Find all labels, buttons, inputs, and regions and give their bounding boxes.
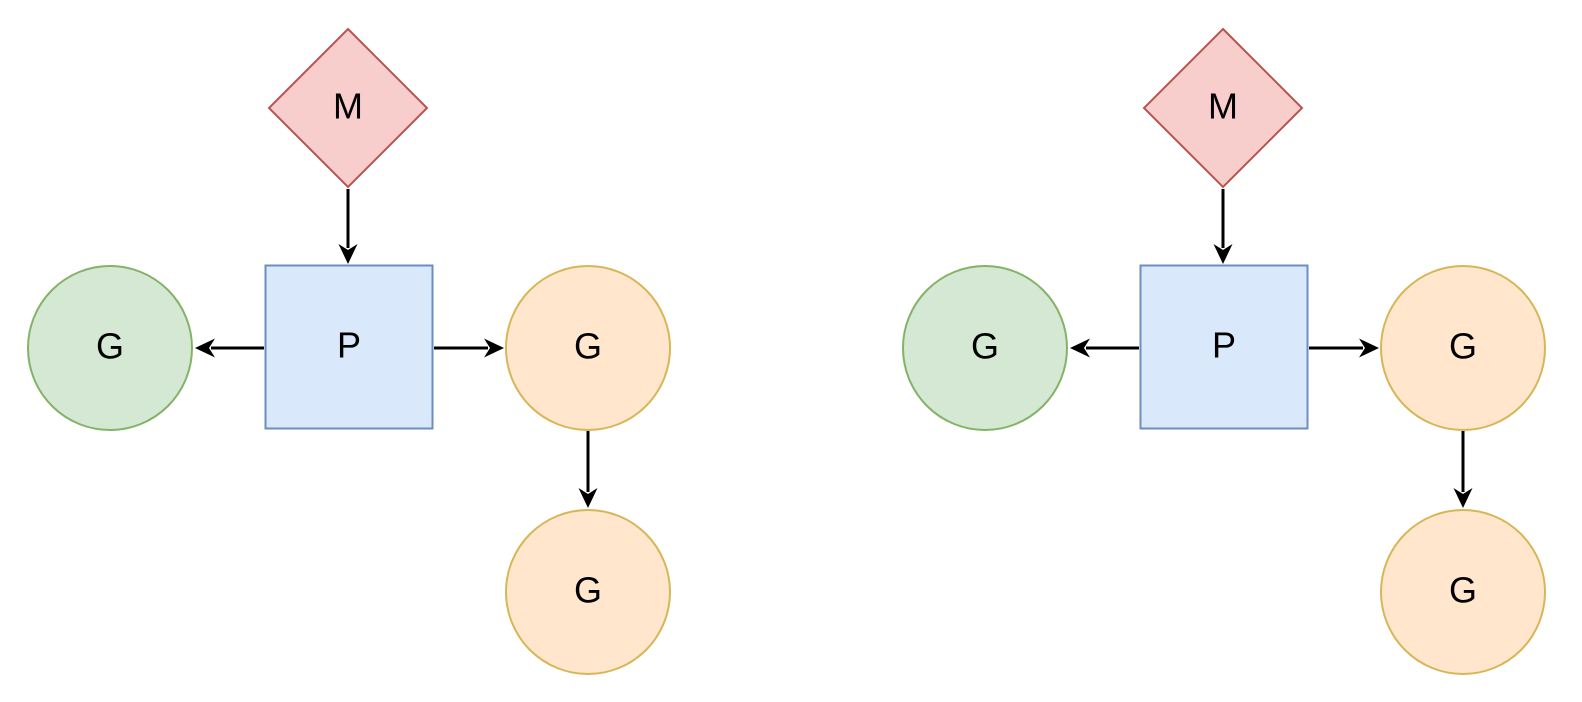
node-circle-g[interactable]: G: [505, 509, 671, 675]
node-diamond-m[interactable]: M: [267, 27, 429, 189]
edge-down[interactable]: [1453, 431, 1473, 508]
circle-shape: [1380, 509, 1546, 675]
circle-shape: [902, 265, 1068, 431]
circle-shape: [505, 265, 671, 431]
edge-left[interactable]: [195, 338, 264, 358]
circle-shape: [1380, 265, 1546, 431]
node-circle-g[interactable]: G: [505, 265, 671, 431]
node-circle-g[interactable]: G: [27, 265, 193, 431]
arrowhead-left-icon: [1070, 338, 1090, 358]
arrowhead-left-icon: [195, 338, 215, 358]
circle-shape: [27, 265, 193, 431]
diamond-shape: [267, 27, 429, 189]
node-rect-p[interactable]: P: [1139, 264, 1309, 430]
edge-down[interactable]: [1213, 189, 1233, 264]
arrowhead-down-icon: [338, 244, 358, 264]
node-rect-p[interactable]: P: [264, 264, 434, 430]
edge-right[interactable]: [1309, 338, 1379, 358]
arrowhead-down-icon: [1453, 488, 1473, 508]
node-circle-g[interactable]: G: [1380, 509, 1546, 675]
edge-down[interactable]: [578, 431, 598, 508]
node-diamond-m[interactable]: M: [1142, 27, 1304, 189]
circle-shape: [505, 509, 671, 675]
rect-shape: [1139, 264, 1309, 430]
node-circle-g[interactable]: G: [902, 265, 1068, 431]
edge-right[interactable]: [434, 338, 504, 358]
diamond-shape: [1142, 27, 1304, 189]
arrowhead-right-icon: [484, 338, 504, 358]
arrowhead-down-icon: [578, 488, 598, 508]
node-circle-g[interactable]: G: [1380, 265, 1546, 431]
arrowhead-right-icon: [1359, 338, 1379, 358]
edge-left[interactable]: [1070, 338, 1139, 358]
edge-down[interactable]: [338, 189, 358, 264]
rect-shape: [264, 264, 434, 430]
arrowhead-down-icon: [1213, 244, 1233, 264]
